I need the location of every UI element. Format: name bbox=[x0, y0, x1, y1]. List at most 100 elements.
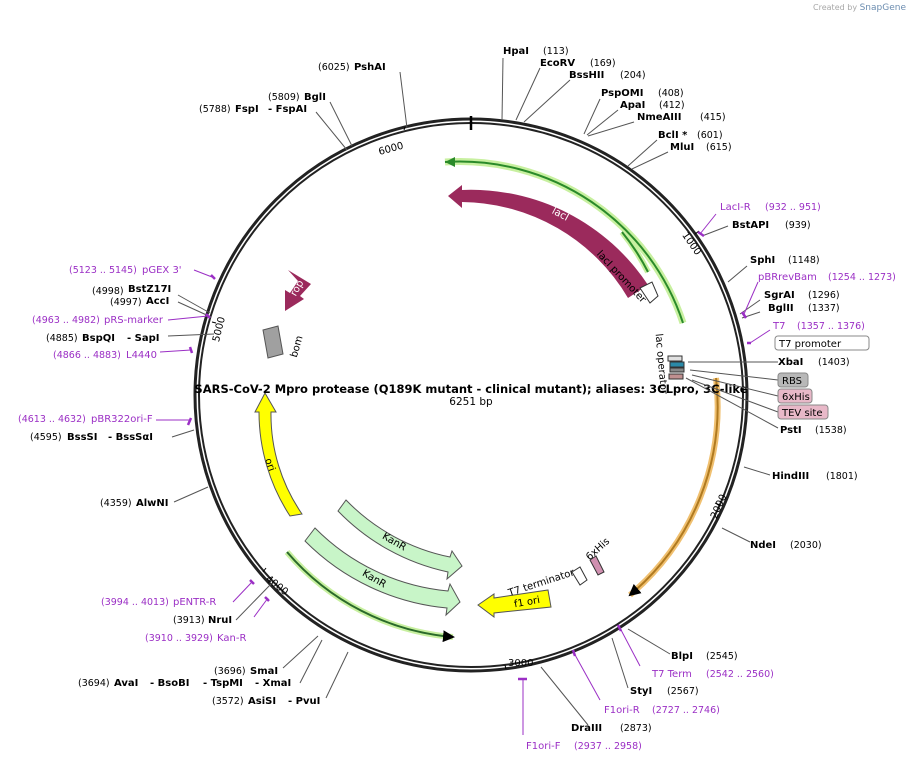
lac-operator-label: lac operator bbox=[653, 333, 669, 395]
enzyme-labels-left: (6025) PshAI (5809) BglI (5788) FspI - F… bbox=[18, 62, 386, 707]
prsmarker-pos: (4963 .. 4982) bbox=[32, 315, 100, 326]
tick-4000: 4000 bbox=[263, 574, 290, 598]
rbs-box-map[interactable] bbox=[669, 361, 685, 368]
sgrai-pos: (1296) bbox=[808, 290, 840, 301]
tick-2000: 2000 bbox=[709, 493, 729, 521]
pbrrevbam-pos: (1254 .. 1273) bbox=[828, 272, 896, 283]
t7-promoter-box bbox=[774, 335, 870, 351]
draiii-pos: (2873) bbox=[620, 723, 652, 734]
inner-green-line bbox=[621, 231, 649, 273]
bsssai-label: - BssSαI bbox=[108, 432, 153, 443]
ndei-label: NdeI bbox=[750, 540, 776, 551]
lacI-promoter-arrow[interactable] bbox=[639, 281, 659, 304]
bottom-green-line bbox=[286, 551, 455, 643]
t7-terminator-arrow[interactable] bbox=[571, 566, 588, 586]
hpai-label: HpaI bbox=[503, 46, 529, 57]
lac-operator-box[interactable] bbox=[667, 355, 683, 362]
bglii-label: BglII bbox=[768, 303, 794, 314]
fspi-pos: (5788) bbox=[199, 104, 231, 115]
pvui-label: - PvuI bbox=[288, 696, 320, 707]
laci-r-pos: (932 .. 951) bbox=[765, 202, 821, 213]
kanr-feature-2[interactable] bbox=[304, 527, 461, 617]
pgex3-pos: (5123 .. 5145) bbox=[69, 265, 137, 276]
smai-pos: (3696) bbox=[214, 666, 246, 677]
pgex3-label: pGEX 3' bbox=[142, 265, 182, 276]
rop-feature[interactable] bbox=[285, 270, 311, 311]
tick-1000: 1000 bbox=[679, 230, 703, 257]
snapgene-credit: Created by SnapGene bbox=[813, 3, 906, 13]
credit-prefix: Created by bbox=[813, 3, 858, 12]
orange-arc-line bbox=[628, 377, 719, 597]
nmeaiii-pos: (415) bbox=[700, 112, 726, 123]
sphi-pos: (1148) bbox=[788, 255, 820, 266]
kanr-primer-pos: (3910 .. 3929) bbox=[145, 633, 213, 644]
plasmid-length: 6251 bp bbox=[449, 396, 493, 408]
pbr322-pos: (4613 .. 4632) bbox=[18, 414, 86, 425]
pbrrevbam-label: pBRrevBam bbox=[758, 272, 817, 283]
f1ori-feature[interactable] bbox=[477, 589, 552, 618]
pspomi-pos: (408) bbox=[658, 88, 684, 99]
hpai-pos: (113) bbox=[543, 46, 569, 57]
tev-box bbox=[777, 404, 829, 420]
rbs-label: RBS bbox=[782, 376, 802, 387]
laci-r-label: LacI-R bbox=[720, 202, 751, 213]
his6-box bbox=[777, 388, 813, 404]
ori-feature[interactable] bbox=[254, 391, 303, 517]
tick-3000: 3000 bbox=[508, 658, 533, 669]
plasmid-title: SARS-CoV-2 Mpro protease (Q189K mutant -… bbox=[194, 382, 747, 396]
hindiii-label: HindIII bbox=[772, 471, 809, 482]
apai-pos: (412) bbox=[659, 100, 685, 111]
f1ori-f-label: F1ori-F bbox=[526, 741, 561, 752]
smai-label: SmaI bbox=[250, 666, 278, 677]
pentr-label: pENTR-R bbox=[173, 597, 216, 608]
alwni-label: AlwNI bbox=[136, 498, 169, 509]
bcli-pos: (601) bbox=[697, 130, 723, 141]
mlui-label: MluI bbox=[670, 142, 694, 153]
xbai-pos: (1403) bbox=[818, 357, 850, 368]
psti-label: PstI bbox=[780, 425, 802, 436]
xbai-label: XbaI bbox=[778, 357, 803, 368]
bgli-pos: (5809) bbox=[268, 92, 300, 103]
bgli-label: BglI bbox=[304, 92, 326, 103]
pshai-label: PshAI bbox=[354, 62, 386, 73]
t7-primer-pos: (1357 .. 1376) bbox=[797, 321, 865, 332]
avai-label: AvaI bbox=[114, 678, 138, 689]
bsshii-pos: (204) bbox=[620, 70, 646, 81]
styi-label: StyI bbox=[630, 686, 652, 697]
bstapi-label: BstAPI bbox=[732, 220, 769, 231]
xmai-label: - XmaI bbox=[255, 678, 291, 689]
pbr322-label: pBR322ori-F bbox=[91, 414, 153, 425]
tev-box-map[interactable] bbox=[668, 373, 684, 380]
pentr-pos: (3994 .. 4013) bbox=[101, 597, 169, 608]
his-box-map[interactable] bbox=[669, 367, 685, 373]
tspmi-label: - TspMI bbox=[203, 678, 243, 689]
lacI-feature[interactable] bbox=[448, 185, 648, 298]
sphi-label: SphI bbox=[750, 255, 775, 266]
ndei-pos: (2030) bbox=[790, 540, 822, 551]
kanr-primer-label: Kan-R bbox=[217, 633, 246, 644]
bspqi-label: BspQI bbox=[82, 333, 115, 344]
pspomi-label: PspOMI bbox=[601, 88, 643, 99]
primer-leaders bbox=[156, 213, 771, 735]
6xhis-feature[interactable] bbox=[589, 555, 605, 576]
bom-feature[interactable] bbox=[262, 325, 284, 359]
bspqi-pos: (4885) bbox=[46, 333, 78, 344]
nrui-pos: (3913) bbox=[173, 615, 205, 626]
kanr-feature-1[interactable] bbox=[337, 499, 463, 581]
prsmarker-label: pRS-marker bbox=[104, 315, 164, 326]
bsssi-pos: (4595) bbox=[30, 432, 62, 443]
bsshii-label: BssHII bbox=[569, 70, 604, 81]
draiii-label: DraIII bbox=[571, 723, 602, 734]
tev-label: TEV site bbox=[781, 408, 823, 419]
fspi-label: FspI bbox=[235, 104, 259, 115]
t7term-label: T7 Term bbox=[651, 669, 692, 680]
tick-5000: 5000 bbox=[211, 316, 228, 343]
f1ori-r-pos: (2727 .. 2746) bbox=[652, 705, 720, 716]
fspai-label: - FspAI bbox=[268, 104, 307, 115]
hindiii-pos: (1801) bbox=[826, 471, 858, 482]
nmeaiii-label: NmeAIII bbox=[637, 112, 681, 123]
asisi-pos: (3572) bbox=[212, 696, 244, 707]
asisi-label: AsiSI bbox=[248, 696, 276, 707]
t7-primer-label: T7 bbox=[772, 321, 785, 332]
